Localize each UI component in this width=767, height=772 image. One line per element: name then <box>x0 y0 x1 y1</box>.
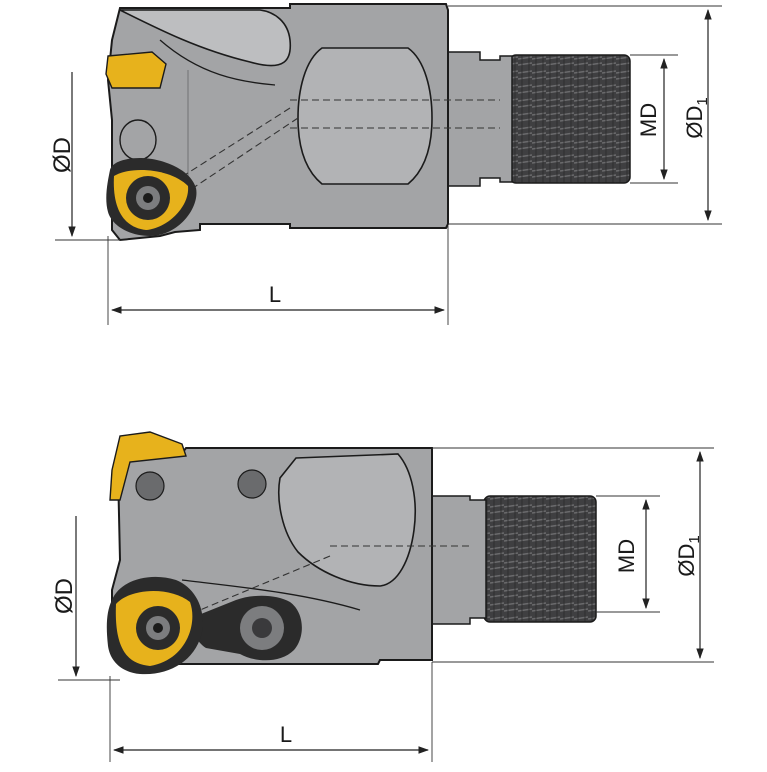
top-insert-top <box>105 51 167 89</box>
top-flat <box>297 47 433 185</box>
bottom-view <box>106 431 597 675</box>
clamp-lever-icon <box>193 595 302 661</box>
top-dimensions: ØD L MD ØD1 <box>49 5 722 325</box>
screw-head-icon <box>135 469 267 501</box>
top-flute <box>119 9 292 67</box>
top-neck <box>447 51 513 187</box>
top-view <box>105 3 631 242</box>
bottom-insert-top <box>109 431 187 501</box>
top-md-label: MD <box>636 103 661 137</box>
bottom-dimensions: ØD L MD ØD1 <box>51 447 714 762</box>
bottom-md-label: MD <box>614 539 639 573</box>
bottom-neck <box>429 495 487 625</box>
bottom-length-label: L <box>280 722 292 747</box>
bottom-flute <box>278 453 417 587</box>
bottom-thread <box>483 495 597 623</box>
trigon-insert-icon <box>106 576 203 675</box>
top-thread <box>509 54 631 184</box>
top-diameter-label: ØD <box>49 137 76 173</box>
bottom-diameter-label: ØD <box>51 578 78 614</box>
trigon-insert-icon <box>106 158 197 236</box>
bottom-d1-label: ØD1 <box>674 535 703 576</box>
top-d1-label: ØD1 <box>682 97 711 138</box>
top-length-label: L <box>269 282 281 307</box>
